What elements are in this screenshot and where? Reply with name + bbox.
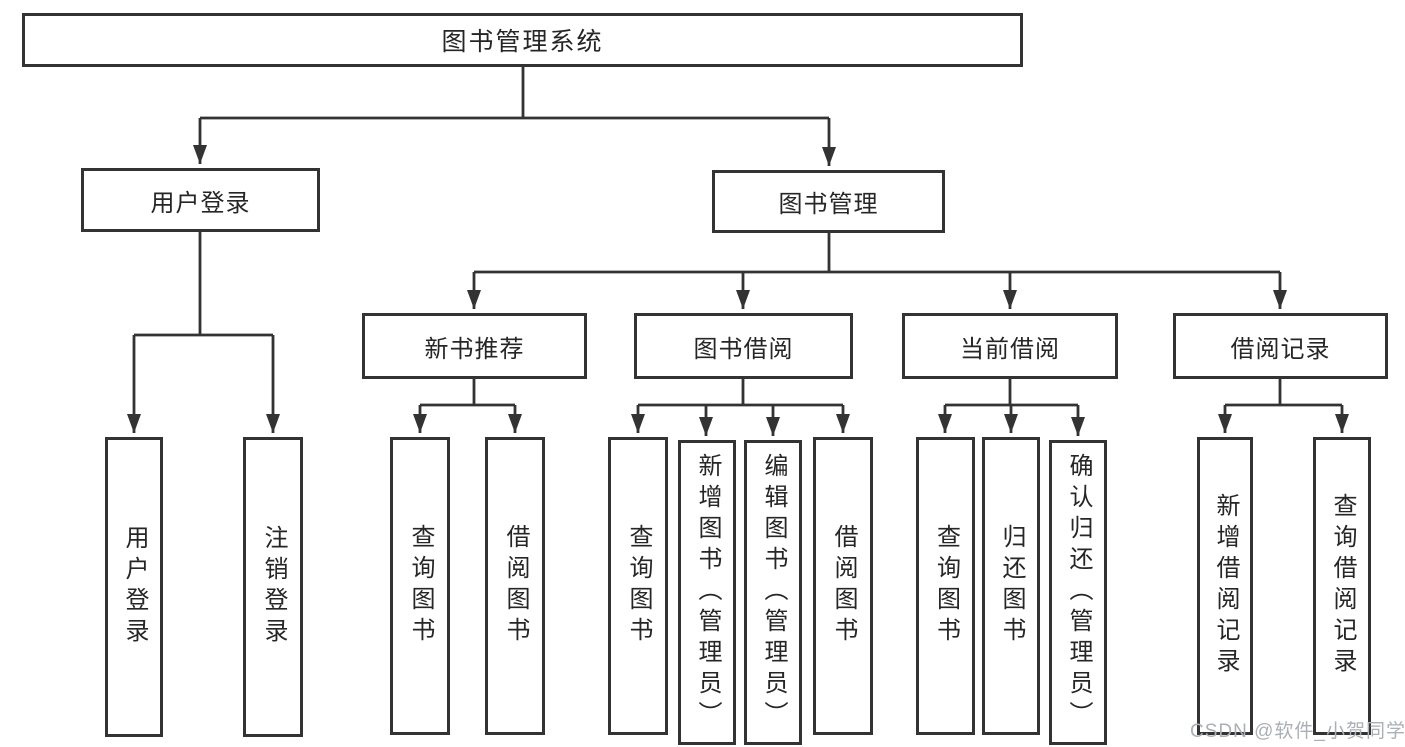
leaf-newbook-query-book: 查询图书 <box>390 437 450 735</box>
edge-record-trunk <box>1225 379 1342 407</box>
node-user-login: 用户登录 <box>81 168 320 232</box>
edge-user-login-trunk <box>134 232 273 337</box>
leaf-borrow-borrow-book-label: 借阅图书 <box>830 524 857 648</box>
node-root: 图书管理系统 <box>22 13 1023 67</box>
leaf-borrow-query-book: 查询图书 <box>608 437 668 735</box>
leaf-newbook-query-book-label: 查询图书 <box>407 524 434 648</box>
csdn-watermark: CSDN @软件_小贺同学 <box>1190 721 1405 742</box>
leaf-borrow-query-book-label: 查询图书 <box>625 524 652 648</box>
node-new-book-recommend: 新书推荐 <box>362 313 587 379</box>
node-book-mgmt: 图书管理 <box>712 170 945 233</box>
leaf-current-return-book: 归还图书 <box>982 437 1040 735</box>
node-new-book-label: 新书推荐 <box>424 335 525 363</box>
node-book-mgmt-label: 图书管理 <box>778 191 879 218</box>
edge-root-trunk <box>200 67 829 120</box>
edge-new-book-trunk <box>420 379 515 407</box>
edge-book-borrow-trunk <box>638 379 843 407</box>
node-current-borrow-label: 当前借阅 <box>960 335 1060 363</box>
leaf-record-query-record: 查询借阅记录 <box>1313 437 1371 735</box>
leaf-user-login: 用户登录 <box>105 437 163 737</box>
leaf-logout-login-label: 注销登录 <box>260 525 287 649</box>
node-root-label: 图书管理系统 <box>441 28 604 56</box>
leaf-borrow-edit-book-admin-label: 编辑图书（管理员） <box>760 453 787 732</box>
node-user-login-label: 用户登录 <box>150 189 251 217</box>
node-borrow-records: 借阅记录 <box>1173 313 1388 379</box>
edge-current-trunk <box>945 379 1078 407</box>
leaf-borrow-edit-book-admin: 编辑图书（管理员） <box>744 440 802 745</box>
leaf-current-confirm-return-admin-label: 确认归还（管理员） <box>1065 453 1092 732</box>
node-current-borrow: 当前借阅 <box>902 313 1118 379</box>
leaf-newbook-borrow-book-label: 借阅图书 <box>502 524 529 648</box>
leaf-borrow-add-book-admin: 新增图书（管理员） <box>678 440 736 745</box>
leaf-newbook-borrow-book: 借阅图书 <box>485 437 545 735</box>
leaf-record-add-record-label: 新增借阅记录 <box>1212 493 1239 679</box>
leaf-borrow-borrow-book: 借阅图书 <box>813 437 873 735</box>
leaf-current-query-book: 查询图书 <box>916 437 975 735</box>
node-book-borrow: 图书借阅 <box>634 313 853 379</box>
leaf-logout-login: 注销登录 <box>243 437 303 737</box>
leaf-current-return-book-label: 归还图书 <box>998 524 1025 648</box>
node-book-borrow-label: 图书借阅 <box>693 335 794 363</box>
leaf-borrow-add-book-admin-label: 新增图书（管理员） <box>694 453 721 732</box>
node-borrow-records-label: 借阅记录 <box>1230 335 1331 363</box>
leaf-user-login-label: 用户登录 <box>121 525 148 649</box>
leaf-current-query-book-label: 查询图书 <box>932 524 960 648</box>
edge-book-mgmt-trunk <box>474 233 1280 274</box>
leaf-current-confirm-return-admin: 确认归还（管理员） <box>1049 440 1107 745</box>
leaf-record-add-record: 新增借阅记录 <box>1197 437 1253 735</box>
leaf-record-query-record-label: 查询借阅记录 <box>1329 493 1356 679</box>
